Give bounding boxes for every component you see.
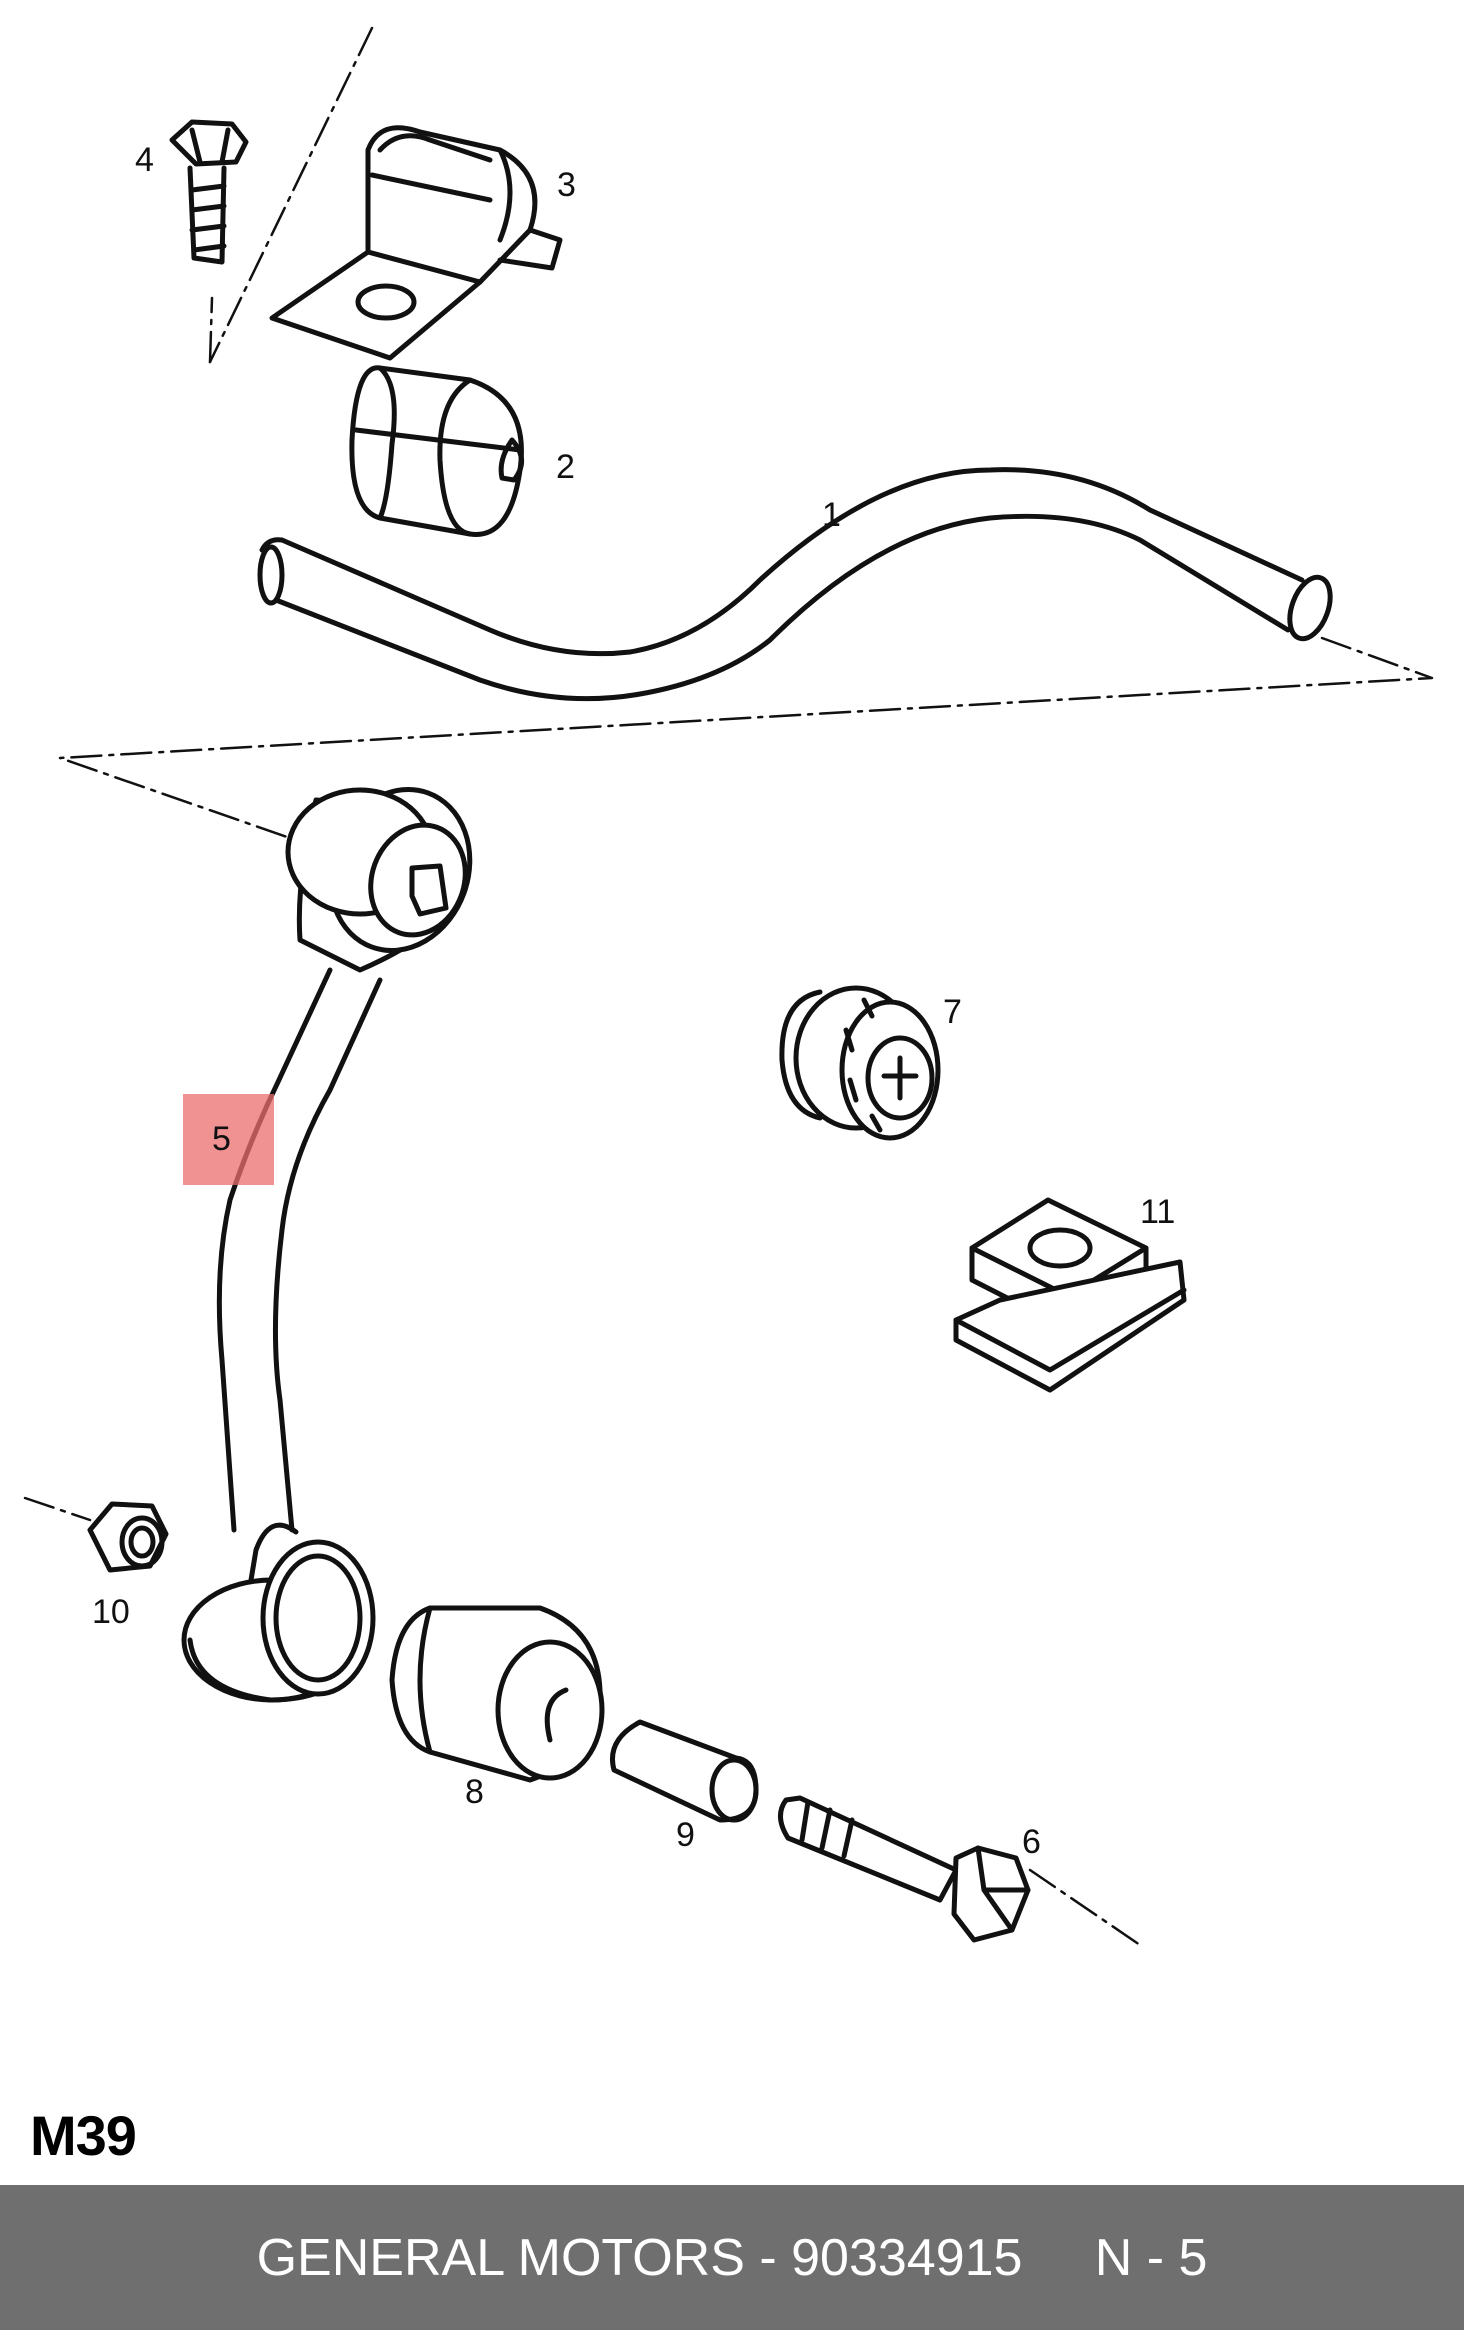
callout-3: 3 bbox=[557, 166, 576, 204]
part-4-bolt bbox=[169, 119, 249, 265]
leader-lines bbox=[23, 26, 1434, 1947]
callout-11: 11 bbox=[1140, 1193, 1176, 1231]
part-11-clip-nut bbox=[953, 1197, 1187, 1393]
part-5-link-rod bbox=[181, 787, 473, 1703]
callout-1: 1 bbox=[822, 496, 841, 534]
diagram-code: M39 bbox=[30, 2104, 137, 2167]
callout-4: 4 bbox=[135, 141, 154, 179]
footer-bar: GENERAL MOTORS - 90334915 N - 5 bbox=[0, 2185, 1464, 2330]
part-2-bushing bbox=[349, 365, 524, 537]
highlight-marker bbox=[183, 1094, 274, 1185]
callout-10: 10 bbox=[92, 1593, 130, 1631]
part-10-nut bbox=[87, 1501, 169, 1573]
footer-part-number: GENERAL MOTORS - 90334915 N - 5 bbox=[256, 2228, 1208, 2287]
callout-6: 6 bbox=[1022, 1823, 1041, 1861]
part-3-clamp bbox=[269, 125, 563, 361]
part-6-long-bolt bbox=[778, 1795, 1031, 1943]
part-1-stabilizer-bar bbox=[257, 467, 1333, 702]
part-7-grommet bbox=[779, 985, 941, 1141]
callout-2: 2 bbox=[556, 448, 575, 486]
callout-8: 8 bbox=[465, 1773, 484, 1811]
callout-5: 5 bbox=[212, 1120, 231, 1158]
callout-9: 9 bbox=[676, 1816, 695, 1854]
part-9-sleeve bbox=[610, 1719, 759, 1823]
exploded-parts-diagram bbox=[23, 26, 1434, 1947]
callout-7: 7 bbox=[943, 993, 962, 1031]
part-8-bushing bbox=[389, 1605, 605, 1783]
